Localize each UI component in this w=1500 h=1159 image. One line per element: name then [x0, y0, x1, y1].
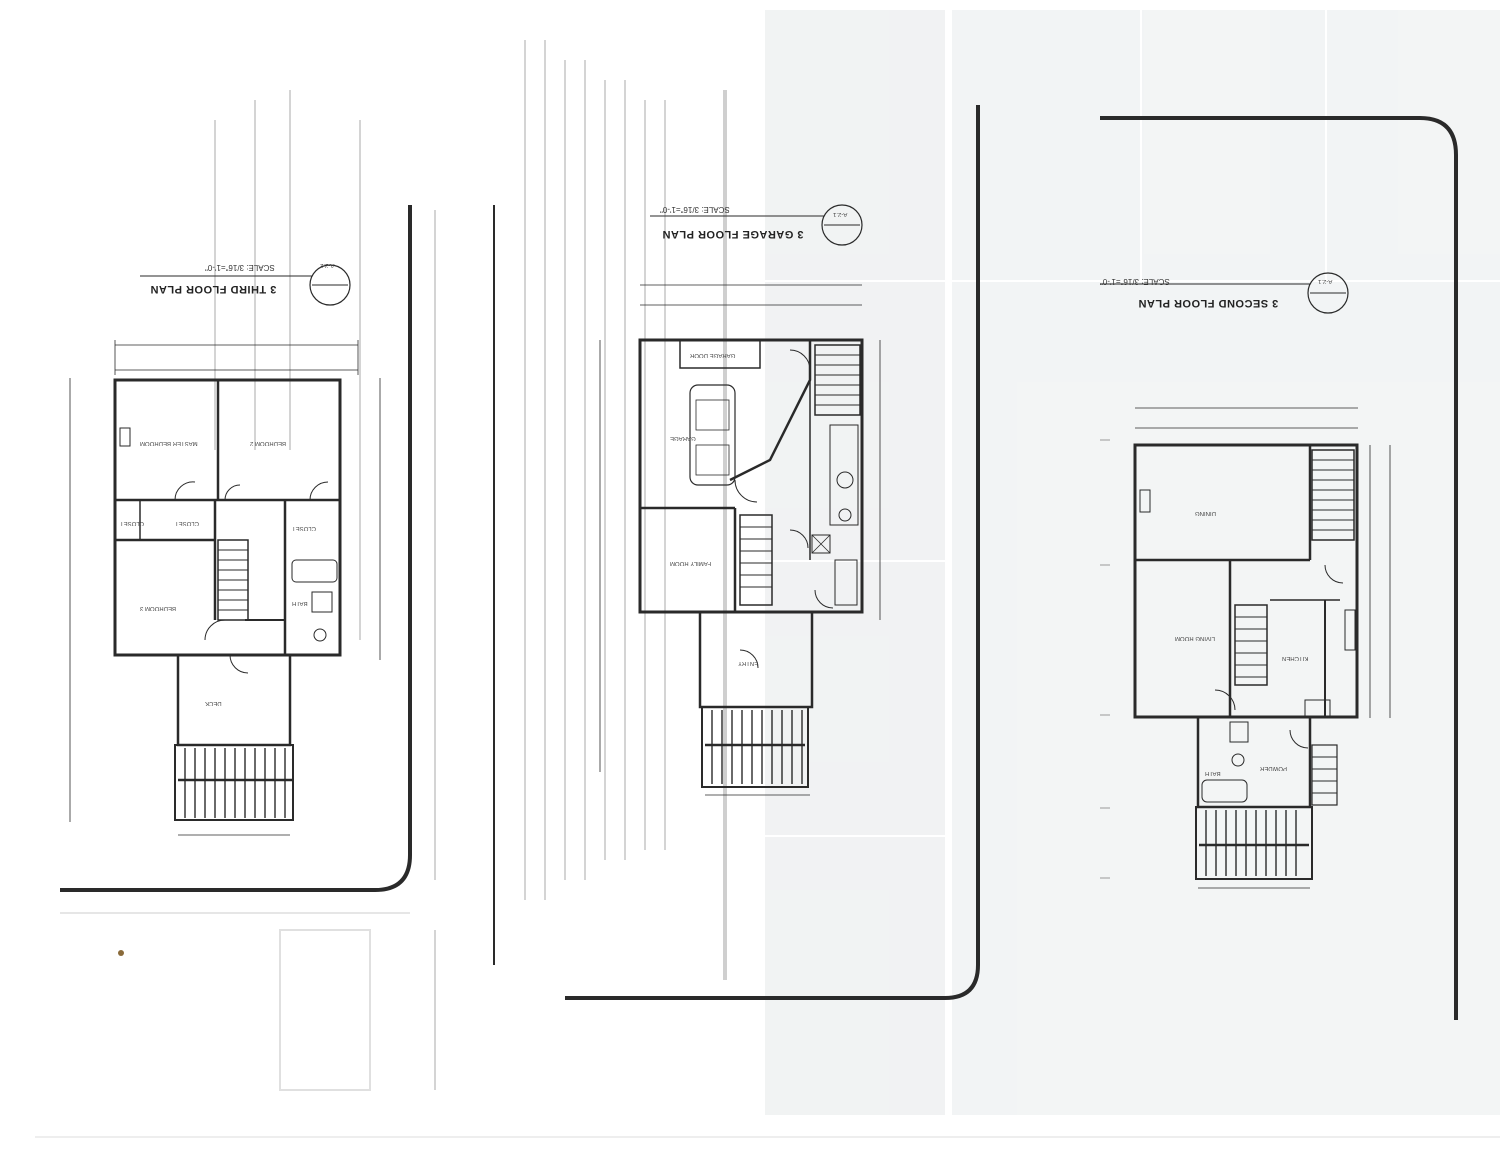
third-floor-plan-scale: SCALE: 3/16"=1'-0" — [205, 263, 275, 272]
room-tag: ENTRY — [738, 660, 759, 666]
garage-floor-plan-sheet-number: A-2.1 — [833, 211, 848, 217]
second-floor-plan-sheet-number: A-2.1 — [1318, 278, 1333, 284]
room-tag: BEDROOM 3 — [140, 605, 177, 611]
room-tag: POWDER — [1260, 765, 1287, 771]
room-tag: KITCHEN — [1282, 655, 1309, 661]
bleed-through-text — [214, 40, 727, 1091]
third-floor-plan — [69, 264, 381, 836]
scan-speck — [118, 950, 124, 956]
garage-floor-plan — [599, 204, 881, 796]
second-floor-plan — [1100, 272, 1391, 889]
room-tag: DINING — [1195, 510, 1216, 516]
room-tag: CLOSET — [175, 520, 200, 526]
third-floor-plan-title: 3 THIRD FLOOR PLAN — [150, 283, 277, 295]
garage-floor-plan-scale: SCALE: 3/16"=1'-0" — [660, 205, 730, 214]
room-tag: MASTER BEDROOM — [140, 440, 198, 446]
third-floor-plan-sheet-number: A-2.2 — [320, 262, 335, 268]
room-tag: GARAGE — [670, 435, 696, 441]
room-tag: LIVING ROOM — [1175, 635, 1216, 641]
room-tag: BATH — [1205, 770, 1221, 776]
second-floor-plan-title: 3 SECOND FLOOR PLAN — [1138, 297, 1279, 309]
frame-curves — [35, 105, 1500, 1138]
room-tag: DECK — [205, 700, 222, 706]
room-tag: BEDROOM 2 — [250, 440, 287, 446]
room-tag: BATH — [292, 600, 308, 606]
room-tag: CLOSET — [120, 520, 145, 526]
room-tag: CLOSET — [292, 525, 317, 531]
room-tag: FAMILY ROOM — [670, 560, 712, 566]
garage-floor-plan-title: 3 GARAGE FLOOR PLAN — [662, 228, 804, 240]
faded-background-panels — [765, 10, 1500, 1115]
room-tag: GARAGE DOOR — [690, 352, 736, 358]
second-floor-plan-scale: SCALE: 3/16"=1'-0" — [1100, 277, 1170, 286]
